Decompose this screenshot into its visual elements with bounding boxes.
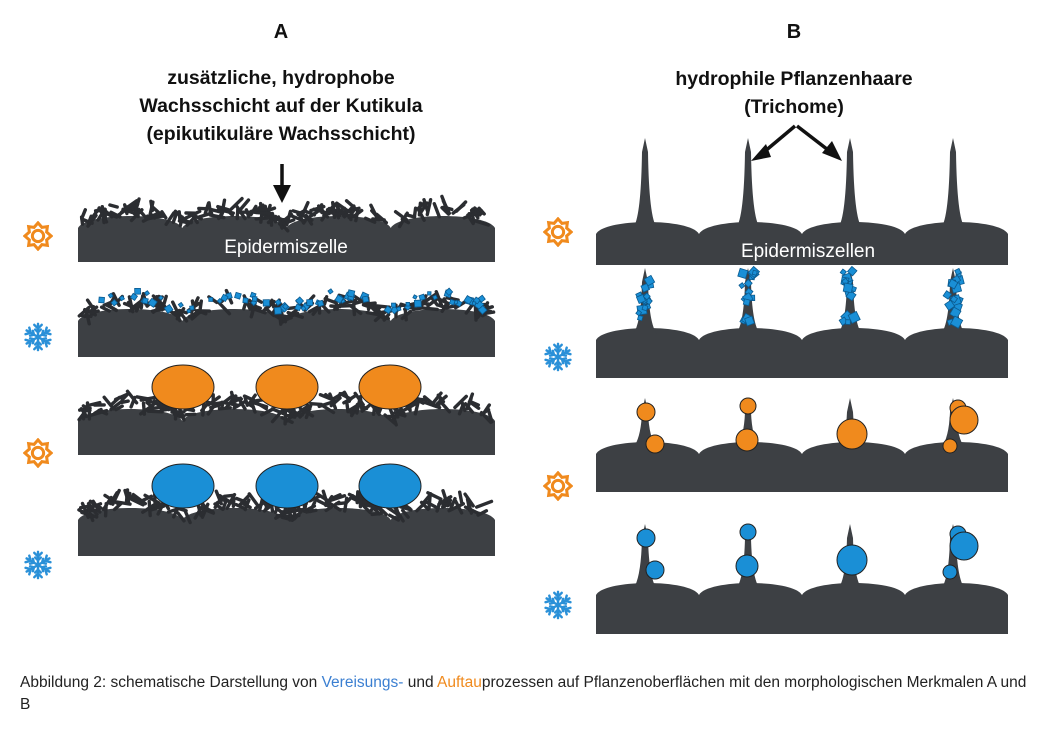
panel-a-row-2 [77,287,496,357]
panel-b-row-4 [596,523,1008,634]
panel-b-row-3 [596,397,1008,492]
panel-b-title-line-2: (Trichome) [744,96,844,118]
caption-prefix: Abbildung 2: schematische Darstellung vo… [20,674,322,691]
trichomes [633,138,965,228]
ice-crystals [98,287,488,315]
ice-droplets [151,463,422,509]
epidermis-cells [596,442,1008,492]
panel-b-row-1 [596,138,1008,265]
caption-thaw-word: Auftau [437,674,482,691]
sun-icon [23,221,53,251]
epidermis-cells [596,583,1008,634]
caption-suffix: prozessen auf Pflanzenoberflächen mit de… [20,674,1027,713]
figure-caption: Abbildung 2: schematische Darstellung vo… [20,672,1030,716]
trichomes [633,524,965,589]
sun-icon [543,471,573,501]
panel-a-cell-label: Epidermiszelle [224,237,348,258]
snowflake-icon [25,552,51,578]
panel-b-surfaces [596,138,1008,634]
panel-a-surfaces [77,194,496,556]
panel-a-row-1 [78,194,495,262]
wax-crystals [77,488,494,525]
epidermis-cells [78,309,495,357]
snowflake-icon [545,344,571,370]
sun-icon [543,217,573,247]
wax-crystals [79,194,491,233]
panel-a-letter: A [274,21,288,43]
snowflake-icon [545,592,571,618]
panel-b-letter: B [787,21,801,43]
trichomes [633,268,965,334]
epidermis-cells [596,328,1008,378]
water-droplets [636,397,979,454]
snowflake-icon [25,324,51,350]
panel-b-cell-label: Epidermiszellen [741,241,875,262]
trichome-pointer-arrows [751,124,842,161]
sun-icon [23,438,53,468]
epidermis-cells [596,222,1008,265]
ice-droplets [636,523,979,580]
trichomes [633,398,965,448]
panel-a-title-line-3: (epikutikuläre Wachsschicht) [146,123,415,145]
caption-middle: und [403,674,438,691]
panel-a-title-line-2: Wachsschicht auf der Kutikula [139,95,422,117]
figure: A zusätzliche, hydrophobe Wachsschicht a… [23,21,1008,634]
panel-a-row-3 [77,364,495,455]
epidermis-cells [78,409,495,455]
panel-a-row-4 [77,463,495,556]
panel-b-title-line-1: hydrophile Pflanzenhaare [675,68,912,90]
caption-freeze-word: Vereisungs- [321,674,404,691]
panel-b-row-2 [596,265,1008,378]
ice-crystals [635,265,965,329]
panel-a-title-line-1: zusätzliche, hydrophobe [167,67,395,89]
water-droplets [151,364,422,410]
wax-pointer-arrow [273,164,291,203]
epidermis-cells [78,216,495,262]
